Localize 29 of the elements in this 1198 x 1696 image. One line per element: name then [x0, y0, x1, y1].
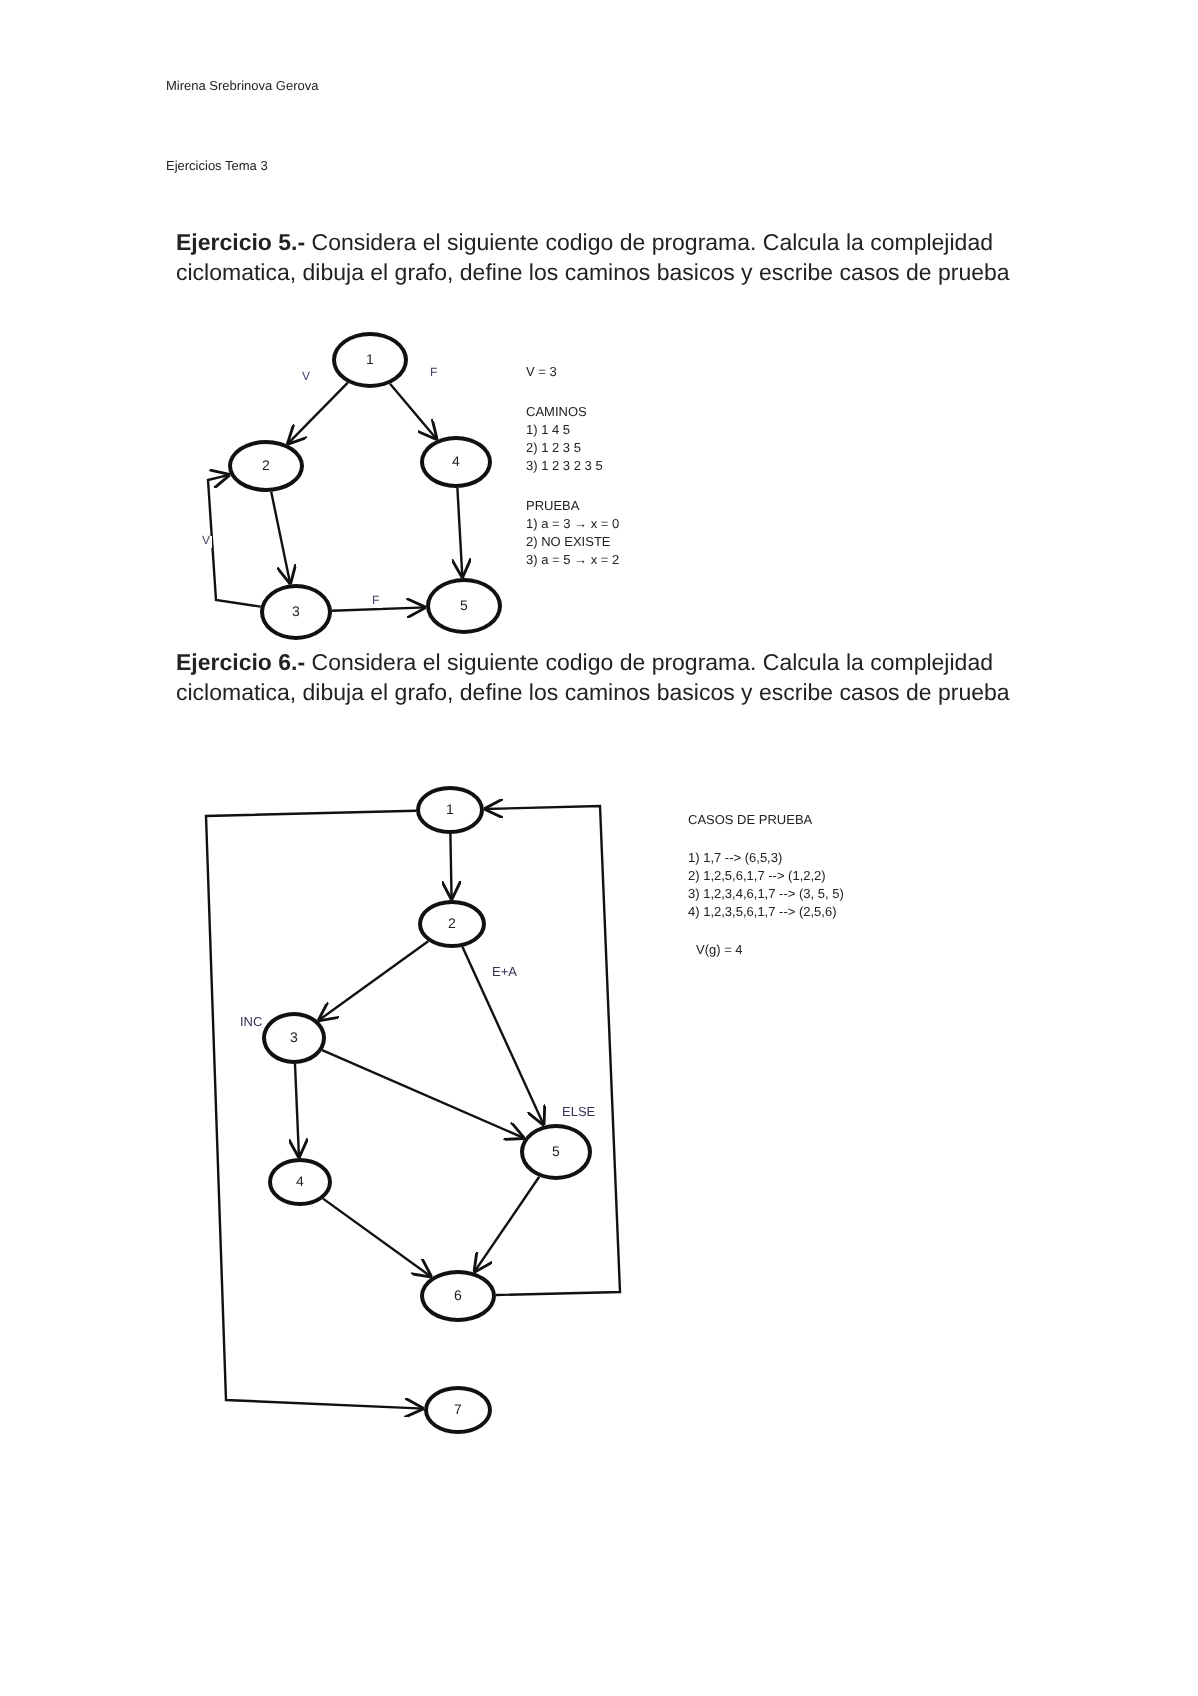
node-ellipse	[520, 1124, 592, 1180]
arrow	[461, 946, 547, 1128]
node-ellipse	[426, 578, 502, 634]
arrow	[440, 833, 463, 902]
node-ellipse	[332, 332, 408, 388]
arrow	[321, 1049, 527, 1141]
node-ellipse	[420, 1270, 496, 1322]
exercise-statement: Ejercicio 5.- Considera el siguiente codigo de programa. Calcula la complejidad ciclomatica, dibuja el grafo, define los caminos basicos y escribe casos de prueba	[176, 230, 1012, 290]
arrow	[472, 1176, 541, 1274]
node-ellipse	[420, 436, 492, 488]
node-ellipse	[424, 1386, 492, 1434]
arrow	[331, 597, 428, 620]
node-ellipse	[268, 1158, 332, 1206]
arrow	[482, 797, 622, 1297]
arrow	[322, 1197, 434, 1279]
node-ellipse	[228, 440, 304, 492]
arrow	[316, 940, 429, 1023]
node-ellipse	[260, 584, 332, 640]
arrow	[206, 468, 261, 608]
node-ellipse	[418, 900, 486, 948]
arrow	[287, 1063, 310, 1160]
arrow	[389, 383, 439, 442]
node-ellipse	[416, 786, 484, 834]
arrow	[285, 381, 349, 446]
exercise-statement: Ejercicio 6.- Considera el siguiente codigo de programa. Calcula la complejidad ciclomatica, dibuja el grafo, define los caminos basicos y escribe casos de prueba	[176, 650, 1012, 710]
arrow	[270, 491, 298, 586]
arrow	[204, 809, 426, 1419]
node-ellipse	[262, 1012, 326, 1064]
arrow	[450, 487, 473, 580]
